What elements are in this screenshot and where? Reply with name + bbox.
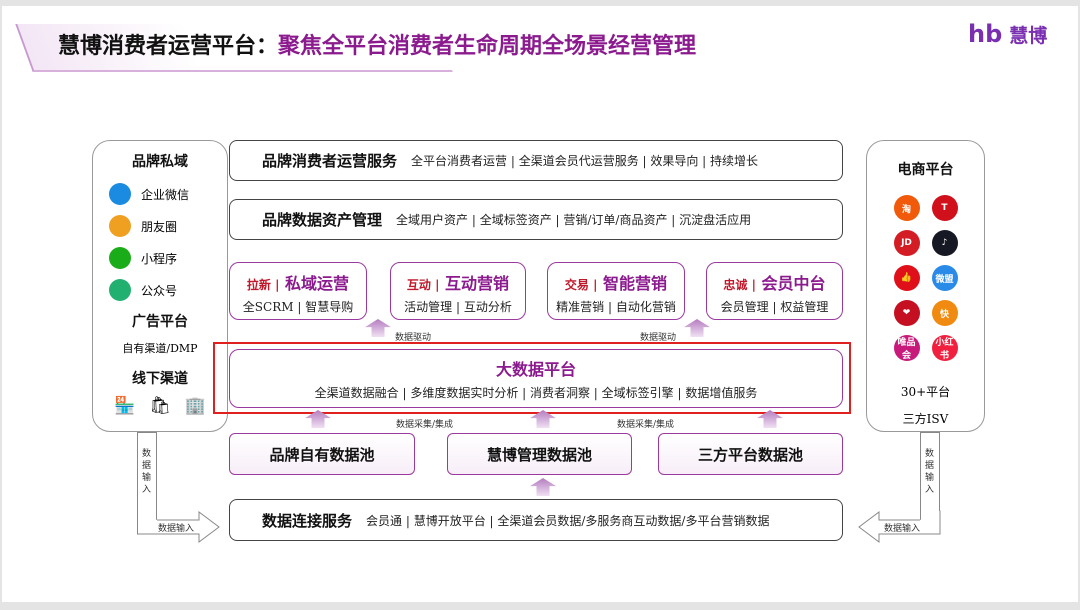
up-arrow [305,410,331,428]
module-box: 拉新 | 私域运营全SCRM | 智慧导购 [229,262,367,320]
data-asset-management: 品牌数据资产管理全域用户资产 | 全域标签资产 | 营销/订单/商品资产 | 沉… [229,199,843,240]
shopping-bag-icon: 🛍 [149,396,171,416]
platform-count: 30+平台 [900,385,951,399]
consumer-operation-service: 品牌消费者运营服务全平台消费者运营 | 全渠道会员代运营服务 | 效果导向 | … [229,140,843,181]
highlight-frame [213,342,851,414]
left-input-arrow-vertical [137,432,157,520]
module-title: 私域运营 [285,274,350,293]
store-icon: 🏪 [114,396,136,416]
module-box: 互动 | 互动营销活动管理 | 互动分析 [390,262,526,320]
platform-logo-icon: 微盟 [931,265,958,291]
platform-logo-icon: 小红书 [931,335,958,361]
left-input-arrow [137,510,220,543]
up-arrow [530,410,556,428]
brand-data-pool: 品牌自有数据池 [229,433,415,475]
platform-logo-icon: ♪ [931,230,958,256]
building-icon: 🏢 [184,396,206,416]
data-driven-label: 数据驱动 [395,333,432,343]
up-arrow [684,319,710,337]
logo-mark: hb [968,20,1003,48]
platform-logo-icon: T [931,195,958,221]
module-prefix: 互动 | [406,278,440,292]
moments-icon [109,215,131,237]
private-domain-title: 品牌私域 [132,154,188,170]
ecommerce-title: 电商平台 [897,162,954,178]
platform-logo-icon: 唯品会 [893,335,920,361]
module-desc: 活动管理 | 互动分析 [404,300,512,314]
data-input-label: 数据输入 [884,524,921,534]
platform-logo-icon: JD [893,230,920,256]
module-box: 交易 | 智能营销精准营销 | 自动化营销 [547,262,685,320]
offline-channel-title: 线下渠道 [132,371,188,387]
official-account-icon [109,279,131,301]
ad-platform-title: 广告平台 [132,314,188,330]
wecom-icon [109,183,131,205]
platform-logo-icon: 快 [931,300,958,326]
row-title: 数据连接服务 [262,511,353,530]
third-party-data-pool: 三方平台数据池 [658,433,843,475]
module-prefix: 交易 | [564,278,598,292]
platform-logo-icon: 淘 [893,195,920,221]
channel-label: 企业微信 [141,187,190,202]
data-input-label: 数据输入 [158,524,195,534]
module-desc: 会员管理 | 权益管理 [720,300,829,314]
data-input-label: 数据输入 [925,449,935,495]
big-data-desc: 全渠道数据融合 | 多维度数据实时分析 | 消费者洞察 | 全域标签引擎 | 数… [314,386,758,400]
private-channel-item: 小程序 [109,247,227,269]
third-party-isv: 三方ISV [902,412,949,426]
row-title: 品牌数据资产管理 [262,211,383,229]
module-title: 会员中台 [761,274,826,293]
page-title: 慧博消费者运营平台：聚焦全平台消费者生命周期全场景经营管理 [58,28,696,60]
right-input-arrow-vertical [920,432,940,520]
left-channel-panel: 品牌私域 企业微信朋友圈小程序公众号 广告平台 自有渠道/DMP 线下渠道 🏪 🛍… [92,140,228,432]
logo-text: 慧博 [1009,25,1048,47]
data-input-label: 数据输入 [142,449,152,495]
data-collect-label: 数据采集/集成 [396,420,454,430]
module-title: 互动营销 [445,274,510,293]
big-data-title: 大数据平台 [495,360,576,379]
module-box: 忠诚 | 会员中台会员管理 | 权益管理 [706,262,843,320]
up-arrow [530,478,556,496]
huibo-data-pool: 慧博管理数据池 [447,433,632,475]
module-title: 智能营销 [603,274,668,293]
up-arrow [365,319,391,337]
ad-platform-desc: 自有渠道/DMP [122,342,198,355]
platform-logo-icon: ❤ [893,300,920,326]
data-driven-label: 数据驱动 [640,333,677,343]
module-desc: 全SCRM | 智慧导购 [242,300,354,314]
module-desc: 精准营销 | 自动化营销 [556,300,676,314]
row-desc: 会员通 | 慧博开放平台 | 全渠道会员数据/多服务商互动数据/多平台营销数据 [366,513,770,528]
module-prefix: 忠诚 | [723,278,756,292]
row-desc: 全平台消费者运营 | 全渠道会员代运营服务 | 效果导向 | 持续增长 [411,154,759,168]
platform-logo-icon: 👍 [893,265,920,291]
data-collect-label: 数据采集/集成 [617,420,675,430]
up-arrow [757,410,783,428]
logo: hb 慧博 [968,20,1047,48]
title-main: 慧博消费者运营平台： [58,34,279,59]
title-subtitle: 聚焦全平台消费者生命周期全场景经营管理 [278,34,697,59]
data-connection-service: 数据连接服务会员通 | 慧博开放平台 | 全渠道会员数据/多服务商互动数据/多平… [229,499,843,541]
row-desc: 全域用户资产 | 全域标签资产 | 营销/订单/商品资产 | 沉淀盘活应用 [396,213,752,227]
big-data-platform: 大数据平台 全渠道数据融合 | 多维度数据实时分析 | 消费者洞察 | 全域标签… [229,349,843,408]
module-prefix: 拉新 | [246,278,280,292]
channel-label: 朋友圈 [141,219,178,234]
private-channel-item: 公众号 [109,279,227,301]
private-channel-item: 朋友圈 [109,215,227,237]
miniprogram-icon [109,247,131,269]
right-input-arrow [858,510,941,543]
channel-label: 公众号 [141,283,178,298]
private-channel-item: 企业微信 [109,183,227,205]
row-title: 品牌消费者运营服务 [262,152,398,170]
channel-label: 小程序 [141,251,178,266]
